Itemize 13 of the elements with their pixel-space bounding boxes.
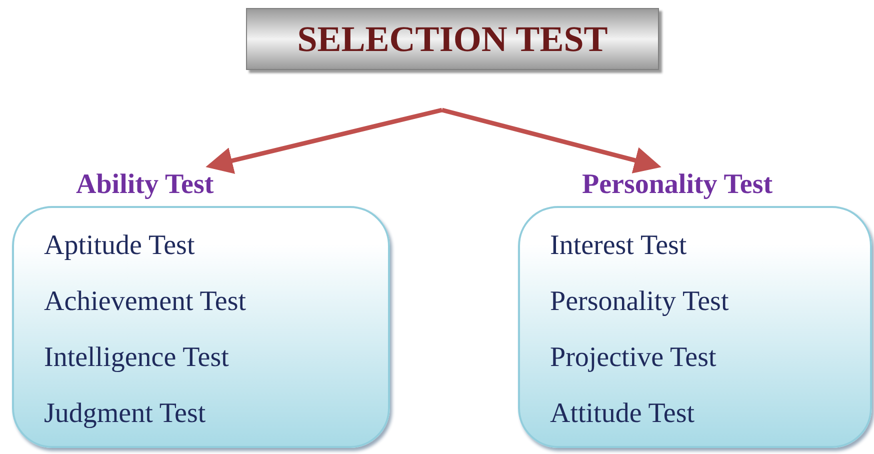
arrow [206, 108, 443, 174]
group-heading: Personality Test [582, 168, 773, 202]
list-item: Judgment Test [44, 397, 207, 431]
title: SELECTION TEST [297, 18, 608, 61]
list-item: Intelligence Test [44, 341, 230, 375]
list-item: Aptitude Test [44, 229, 196, 263]
list-item: Personality Test [550, 285, 730, 319]
list-item: Interest Test [550, 229, 688, 263]
arrow [441, 108, 662, 174]
group-heading: Ability Test [76, 168, 214, 202]
list-item: Achievement Test [44, 285, 248, 319]
list-item: Attitude Test [550, 397, 696, 431]
list-item: Projective Test [550, 341, 718, 375]
